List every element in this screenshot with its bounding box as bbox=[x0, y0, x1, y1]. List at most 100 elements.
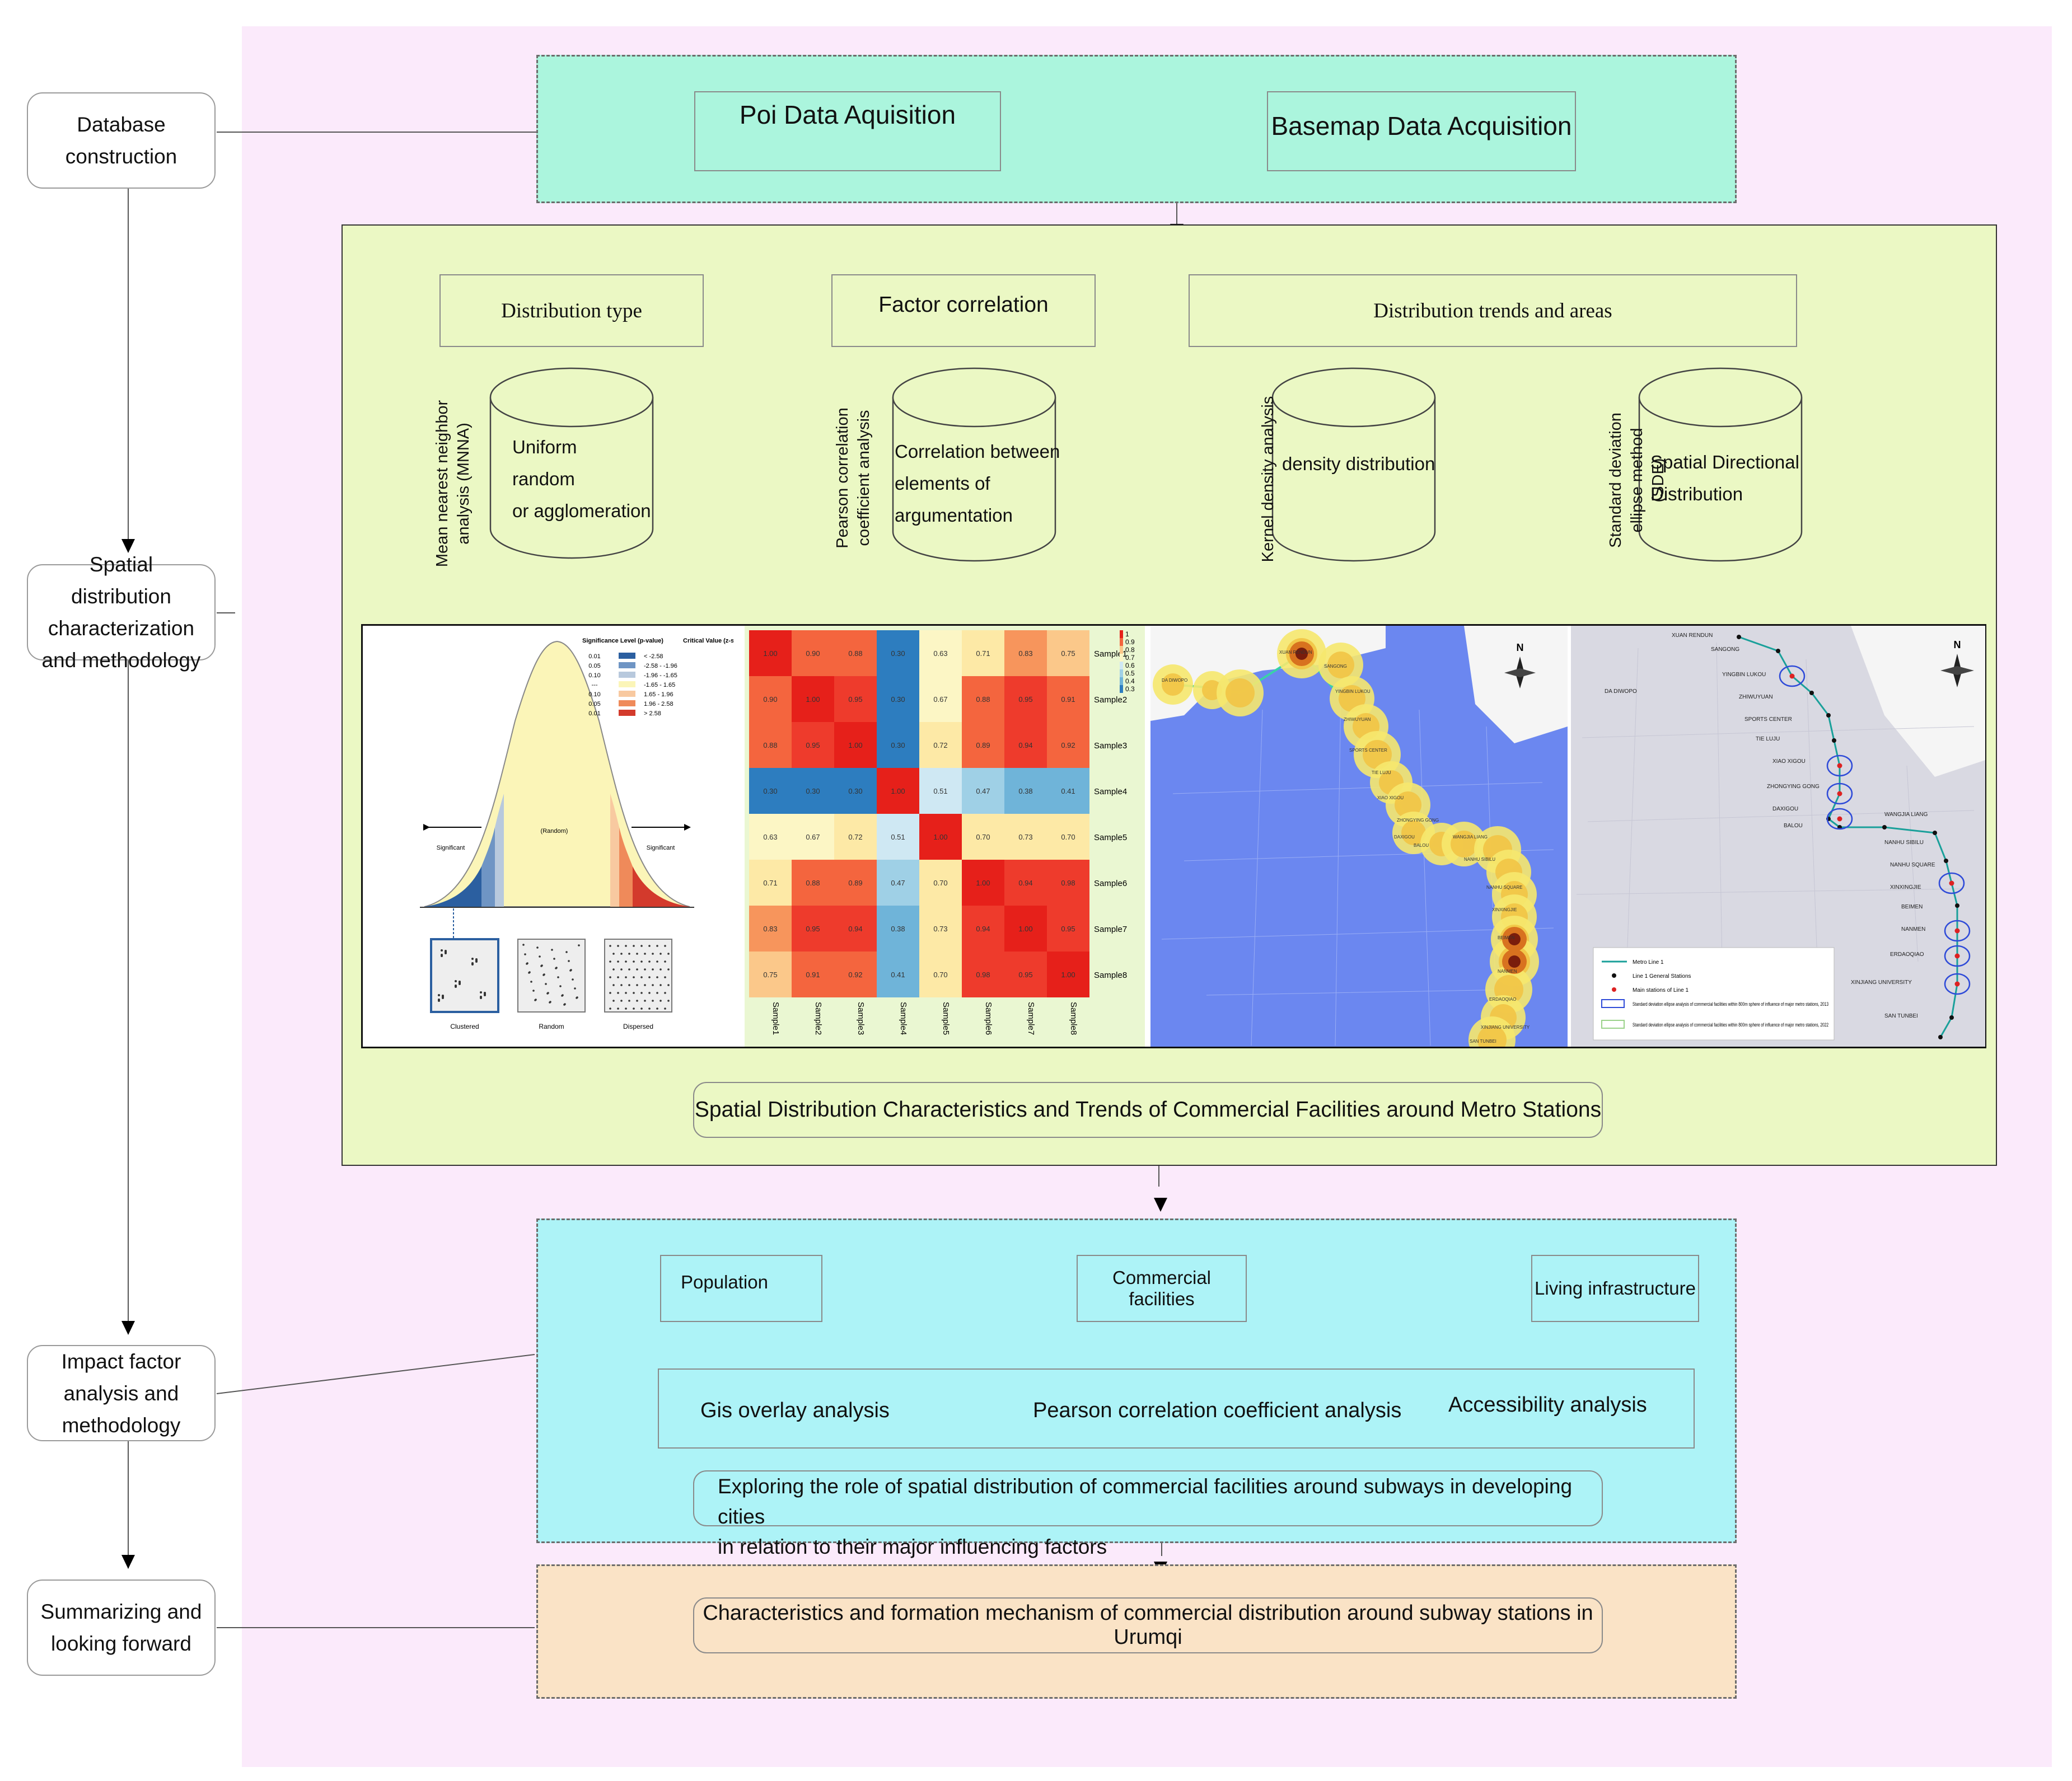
kd-station-label: TIE LUJU bbox=[1372, 770, 1391, 775]
impact-factor-label: Impact factor analysis and methodology bbox=[61, 1349, 181, 1437]
sde-station-label: ZHONGYING GONG bbox=[1767, 784, 1820, 790]
heatmap-value: 0.95 bbox=[1018, 971, 1032, 979]
heatmap-value: 0.41 bbox=[891, 971, 905, 979]
legend-swatch bbox=[619, 710, 635, 716]
heatmap-value: 0.90 bbox=[806, 649, 820, 658]
heatmap-value: 0.92 bbox=[848, 971, 862, 979]
sde-station-label: BALOU bbox=[1784, 823, 1803, 829]
kd-station-label: BALOU bbox=[1414, 843, 1429, 848]
heatmap-cell bbox=[792, 906, 834, 952]
heatmap-value: 0.91 bbox=[1061, 695, 1075, 704]
summarizing-box: Summarizing and looking forward bbox=[27, 1580, 216, 1676]
heatmap-cell bbox=[962, 630, 1004, 676]
heatmap-value: 0.63 bbox=[933, 649, 947, 658]
heatmap-col-label: Sample2 bbox=[813, 1002, 823, 1035]
north-letter-2: N bbox=[1954, 639, 1961, 650]
heatmap-value: 0.30 bbox=[891, 649, 905, 658]
legend-z-value: > 2.58 bbox=[644, 710, 661, 717]
scale-swatch bbox=[1120, 669, 1123, 677]
heatmap-value: 0.72 bbox=[848, 833, 862, 841]
heatmap-cell bbox=[749, 768, 792, 814]
cylinder-2-text: Correlation between elements of argument… bbox=[895, 435, 1063, 531]
scale-label: 1 bbox=[1125, 630, 1129, 638]
kernel-method-label: Kernel density analysis bbox=[1257, 395, 1280, 563]
scale-label: 0.8 bbox=[1125, 646, 1135, 654]
kd-station-label: XIAO XIGOU bbox=[1377, 795, 1404, 800]
heatmap-cell bbox=[834, 676, 877, 722]
tail-right-3 bbox=[633, 866, 690, 907]
legend-swatch bbox=[619, 653, 635, 659]
tail-left-2 bbox=[481, 827, 495, 907]
north-arrow-2: N bbox=[1940, 639, 1974, 687]
tail-left-3 bbox=[495, 794, 504, 907]
kd-station-label: ERDAOQIAO bbox=[1489, 997, 1516, 1002]
heatmap-value: 0.88 bbox=[976, 695, 990, 704]
sde-metro-line bbox=[1738, 636, 1958, 1038]
heatmap-value: 1.00 bbox=[976, 879, 990, 887]
cylinder-3-line-1: density distribution bbox=[1282, 453, 1435, 474]
north-arrow-1: N bbox=[1504, 642, 1536, 688]
legend-z-value: -1.96 - -1.65 bbox=[644, 672, 677, 679]
heatmap-row-label: Sample7 bbox=[1094, 925, 1127, 934]
heatmap-cell bbox=[749, 676, 792, 722]
heatmap-cell bbox=[1004, 860, 1047, 906]
scale-label: 0.4 bbox=[1125, 677, 1135, 685]
heatmap-cell bbox=[877, 630, 919, 676]
heatmap-cell bbox=[749, 860, 792, 906]
heatmap-cell bbox=[919, 814, 962, 860]
heatmap-row-label: Sample3 bbox=[1094, 741, 1127, 751]
heatmap-value: 0.47 bbox=[891, 879, 905, 887]
population-box: Population bbox=[660, 1255, 822, 1322]
tail-left-1 bbox=[424, 866, 481, 907]
north-letter-1: N bbox=[1517, 642, 1524, 653]
scale-swatch bbox=[1120, 630, 1123, 638]
sig-level-title: Significance Level (p-value) bbox=[582, 638, 663, 644]
sde-legend-box bbox=[1593, 947, 1835, 1041]
cylinder-2-line-1: Correlation between bbox=[895, 441, 1060, 462]
heatmap-col-label: Sample8 bbox=[1069, 1002, 1078, 1035]
heatmap-value: 1.00 bbox=[848, 741, 862, 749]
random-pattern-label: Random bbox=[539, 1023, 564, 1030]
heatmap-value: 0.94 bbox=[976, 925, 990, 933]
heatmap-cell bbox=[877, 906, 919, 952]
heatmap-cell bbox=[792, 952, 834, 997]
sde-method-text: Standard deviation ellipse method (SDE) bbox=[1607, 413, 1667, 548]
impact-factor-box: Impact factor analysis and methodology bbox=[27, 1345, 216, 1441]
heatmap-value: 0.95 bbox=[806, 925, 820, 933]
heatmap-value: 0.51 bbox=[891, 833, 905, 841]
heatmap-cell bbox=[749, 952, 792, 997]
heatmap-cell bbox=[749, 630, 792, 676]
pearson-method-text: Pearson correlation coefficient analysis bbox=[834, 407, 873, 549]
heatmap-value: 0.95 bbox=[848, 695, 862, 704]
clustered-label: Clustered bbox=[450, 1023, 479, 1030]
heatmap-value: 1.00 bbox=[1061, 971, 1075, 979]
pearson-analysis-label: Pearson correlation coefficient analysis bbox=[1033, 1399, 1402, 1422]
heatmap-value: 0.67 bbox=[933, 695, 947, 704]
heatmap-cell bbox=[962, 860, 1004, 906]
heatmap-cell bbox=[792, 630, 834, 676]
scale-swatch bbox=[1120, 662, 1123, 669]
heatmap-row-label: Sample8 bbox=[1094, 971, 1127, 980]
heatmap-value: 0.73 bbox=[1018, 833, 1032, 841]
arrow-head bbox=[1154, 1198, 1167, 1212]
cylinder-4-text: Spatial Directional Distribution bbox=[1650, 446, 1807, 510]
cylinder-1-line-1: Uniform bbox=[512, 437, 577, 457]
scale-label: 0.3 bbox=[1125, 685, 1135, 693]
sde-station-label: XIAO XIGOU bbox=[1772, 758, 1806, 765]
heatmap-cell bbox=[919, 722, 962, 768]
sde-station-label: NANMEN bbox=[1901, 926, 1925, 932]
heatmap-value: 0.88 bbox=[848, 649, 862, 658]
scale-swatch bbox=[1120, 646, 1123, 654]
heatmap-cell bbox=[962, 768, 1004, 814]
sde-legend-item: Metro Line 1 bbox=[1633, 959, 1664, 966]
sde-legend-item: Main stations of Line 1 bbox=[1633, 987, 1689, 993]
kernel-method-text: Kernel density analysis bbox=[1259, 396, 1277, 563]
heatmap-value: 0.70 bbox=[933, 971, 947, 979]
legend-p-value: 0.01 bbox=[588, 653, 600, 660]
factor-correlation-label: Factor correlation bbox=[878, 293, 1049, 317]
heatmap-value: 0.89 bbox=[976, 741, 990, 749]
heatmap-col-label: Sample3 bbox=[856, 1002, 866, 1035]
heatmap-value: 0.89 bbox=[848, 879, 862, 887]
heatmap-cell bbox=[962, 722, 1004, 768]
sde-station-label: XINXINGJIE bbox=[1890, 884, 1921, 890]
